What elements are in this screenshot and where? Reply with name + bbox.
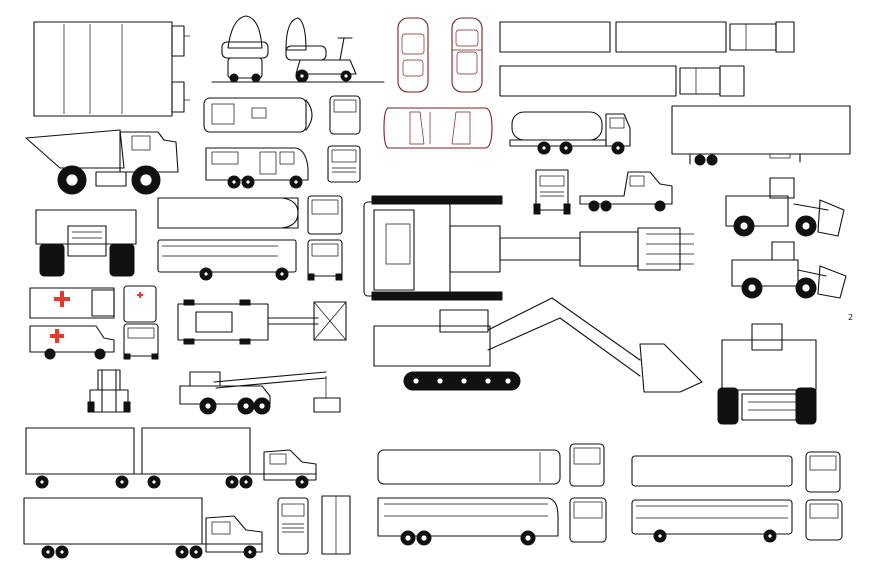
haul-truck-front — [35, 209, 137, 277]
sedan-top-views — [397, 17, 483, 93]
ambulance-views — [29, 285, 159, 360]
crawler-shovel-side-view — [373, 297, 703, 393]
school-bus-views — [157, 195, 343, 281]
motorhome-views — [203, 95, 361, 189]
city-bus-views-right — [631, 451, 843, 543]
wheel-loader-views — [725, 177, 847, 299]
loader-front-view — [717, 323, 817, 425]
tanker-truck — [509, 111, 631, 155]
sedan-side-view — [383, 107, 493, 149]
mobile-crane-top-view — [177, 299, 347, 345]
tractor-trailer — [23, 497, 263, 559]
mobile-crane-side-view — [179, 371, 341, 415]
mining-dump-truck — [25, 129, 179, 195]
semi-trailer — [671, 105, 851, 166]
hydraulic-excavator-top-view — [363, 195, 694, 301]
mobility-scooter-views — [211, 15, 385, 83]
corner-mark: 2 — [848, 313, 853, 322]
tractor-double-trailer — [25, 427, 317, 489]
trailer-truck-top-views — [499, 21, 795, 97]
truck-front-rear — [277, 495, 351, 555]
coach-bus-views-left — [377, 443, 607, 546]
semi-tractor-views — [533, 169, 673, 215]
box-truck-top-view — [33, 21, 190, 117]
forklift-front — [87, 369, 131, 413]
